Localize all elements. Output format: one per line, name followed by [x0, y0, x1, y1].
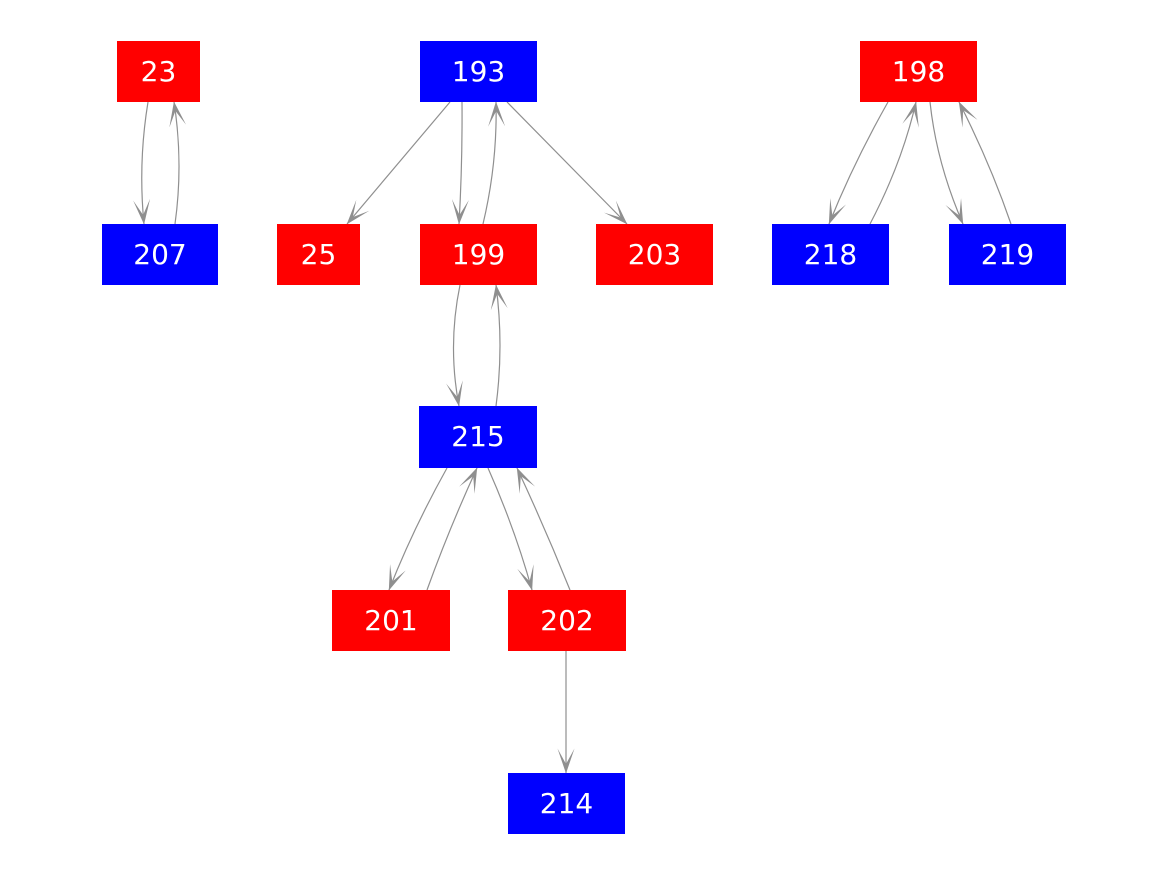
graph-node-202: 202 [508, 590, 626, 651]
graph-node-215: 215 [419, 406, 537, 468]
edge-193-25 [346, 101, 451, 225]
graph-node-203: 203 [596, 224, 713, 285]
edge-23-207 [133, 101, 151, 225]
graph-node-193: 193 [420, 41, 537, 102]
graph-node-label: 202 [540, 603, 594, 637]
graph-node-label: 218 [803, 237, 858, 271]
graph-node-label: 193 [451, 54, 506, 88]
graph-node-207: 207 [102, 224, 218, 285]
graph-node-214: 214 [508, 773, 625, 834]
graph-node-label: 215 [451, 420, 505, 453]
graph-node-219: 219 [949, 224, 1066, 285]
graph-node-label: 207 [133, 237, 187, 271]
graph-node-23: 23 [117, 41, 200, 102]
edge-199-193 [482, 101, 506, 225]
graph-node-25: 25 [277, 224, 360, 285]
edge-201-215 [426, 467, 478, 591]
graph-node-198: 198 [860, 41, 977, 102]
edge-215-201 [388, 467, 448, 591]
edge-219-198 [958, 101, 1012, 225]
edge-193-199 [451, 101, 469, 225]
graph-node-label: 214 [539, 786, 594, 820]
edge-218-198 [869, 101, 919, 225]
edge-199-215 [446, 284, 463, 407]
graph-node-199: 199 [420, 224, 537, 285]
edge-193-203 [506, 101, 628, 225]
edge-215-202 [487, 467, 534, 591]
edge-198-218 [828, 101, 889, 225]
edges-group [133, 101, 1012, 774]
edge-207-23 [169, 101, 187, 225]
graph-node-label: 201 [364, 603, 418, 637]
graph-node-label: 23 [140, 54, 177, 88]
edge-215-199 [490, 284, 508, 407]
graph-node-218: 218 [772, 224, 889, 285]
graph-node-201: 201 [332, 590, 450, 651]
edge-198-219 [929, 101, 964, 225]
graph-node-label: 25 [300, 237, 337, 271]
edge-202-215 [516, 467, 571, 591]
graph-node-label: 203 [627, 237, 682, 271]
graph-node-label: 198 [891, 54, 946, 88]
graph-node-label: 219 [980, 237, 1035, 271]
graph-node-label: 199 [451, 237, 506, 271]
